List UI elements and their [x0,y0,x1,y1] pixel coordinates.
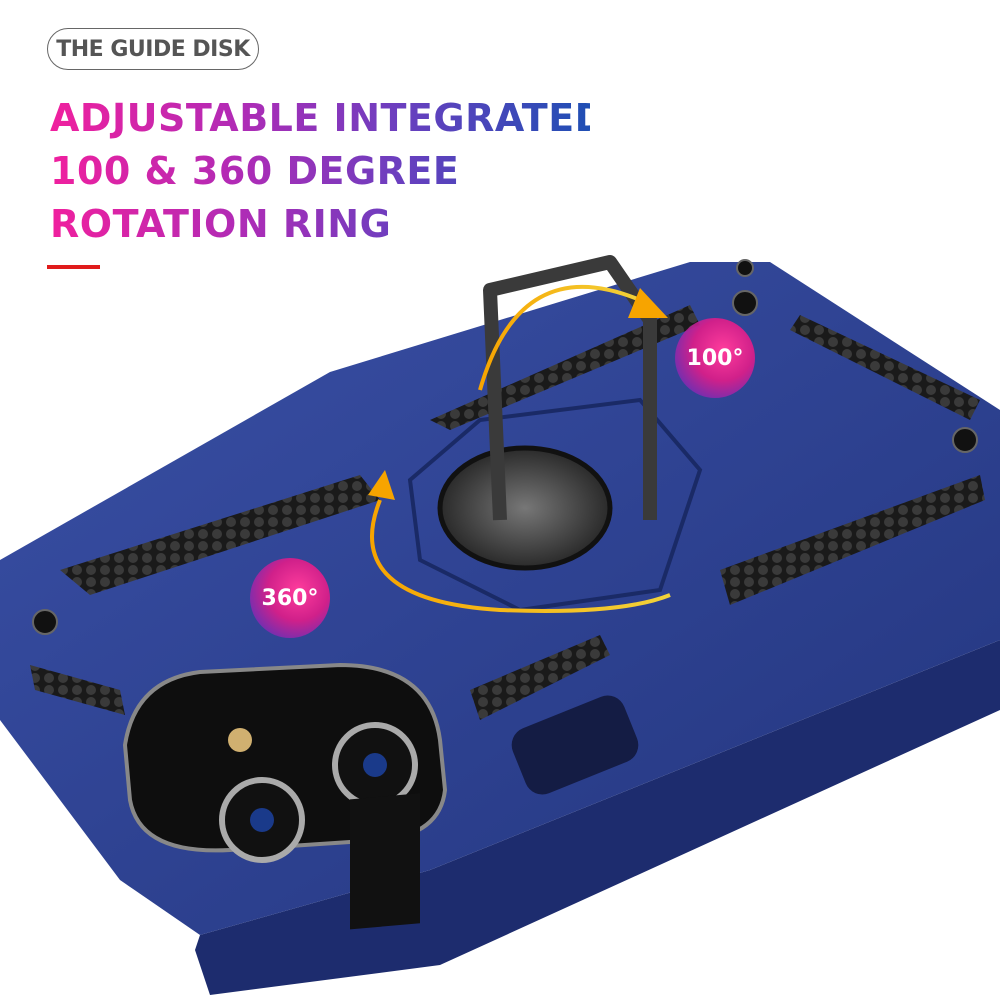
headline-line-2: 100 & 360 DEGREE [50,149,460,193]
arrow-360 [370,499,671,613]
arrow-100 [478,284,641,391]
accent-divider [47,265,100,269]
rotation-disk [437,445,613,571]
headline-line-3: ROTATION RING [50,202,392,246]
guide-disk-tag: THE GUIDE DISK [47,28,259,70]
ring [483,255,657,521]
badge-100-degree: 100° [675,318,755,398]
headline: ADJUSTABLE INTEGRATED 100 & 360 DEGREE R… [50,92,590,251]
badge-360-degree: 360° [250,558,330,638]
headline-line-1: ADJUSTABLE INTEGRATED [50,96,607,140]
